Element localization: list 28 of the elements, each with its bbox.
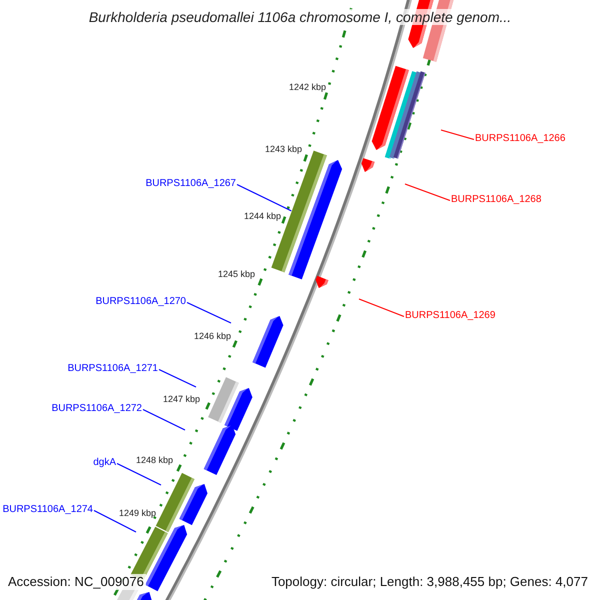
leader-line [404, 183, 450, 202]
scale-label: 1247 kbp [162, 394, 200, 404]
leader-line [186, 302, 232, 324]
leader-line [142, 409, 186, 430]
gene-label: BURPS1106A_1266 [475, 132, 566, 145]
gene-label: BURPS1106A_1272 [52, 402, 142, 415]
leader-line [440, 129, 474, 140]
info-text: Accession: NC_009076 [6, 574, 146, 590]
leader-line [358, 298, 404, 318]
scale-label: 1246 kbp [194, 331, 231, 341]
gene-label: BURPS1106A_1267 [146, 177, 236, 190]
scale-label: 1243 kbp [264, 144, 302, 154]
gene-label: BURPS1106A_1274 [2, 503, 93, 516]
scale-label: 1248 kbp [136, 455, 173, 465]
scale-label: 1245 kbp [218, 269, 255, 279]
leader-line [116, 463, 162, 486]
scale-label: 1242 kbp [288, 82, 326, 92]
leader-line [158, 369, 196, 388]
scale-label: 1249 kbp [118, 508, 156, 518]
gene-label: BURPS1106A_1268 [451, 193, 542, 206]
gene-label: BURPS1106A_1271 [68, 362, 158, 375]
gene-label: BURPS1106A_1270 [96, 295, 186, 308]
gene-label: dgkA [93, 456, 116, 469]
scale-label: 1244 kbp [244, 211, 281, 221]
info-text: Topology: circular; Length: 3,988,455 bp; Genes: 4,077 [269, 574, 590, 590]
leader-line [236, 184, 292, 212]
leader-line [94, 510, 136, 532]
gene-label: BURPS1106A_1269 [405, 309, 496, 322]
